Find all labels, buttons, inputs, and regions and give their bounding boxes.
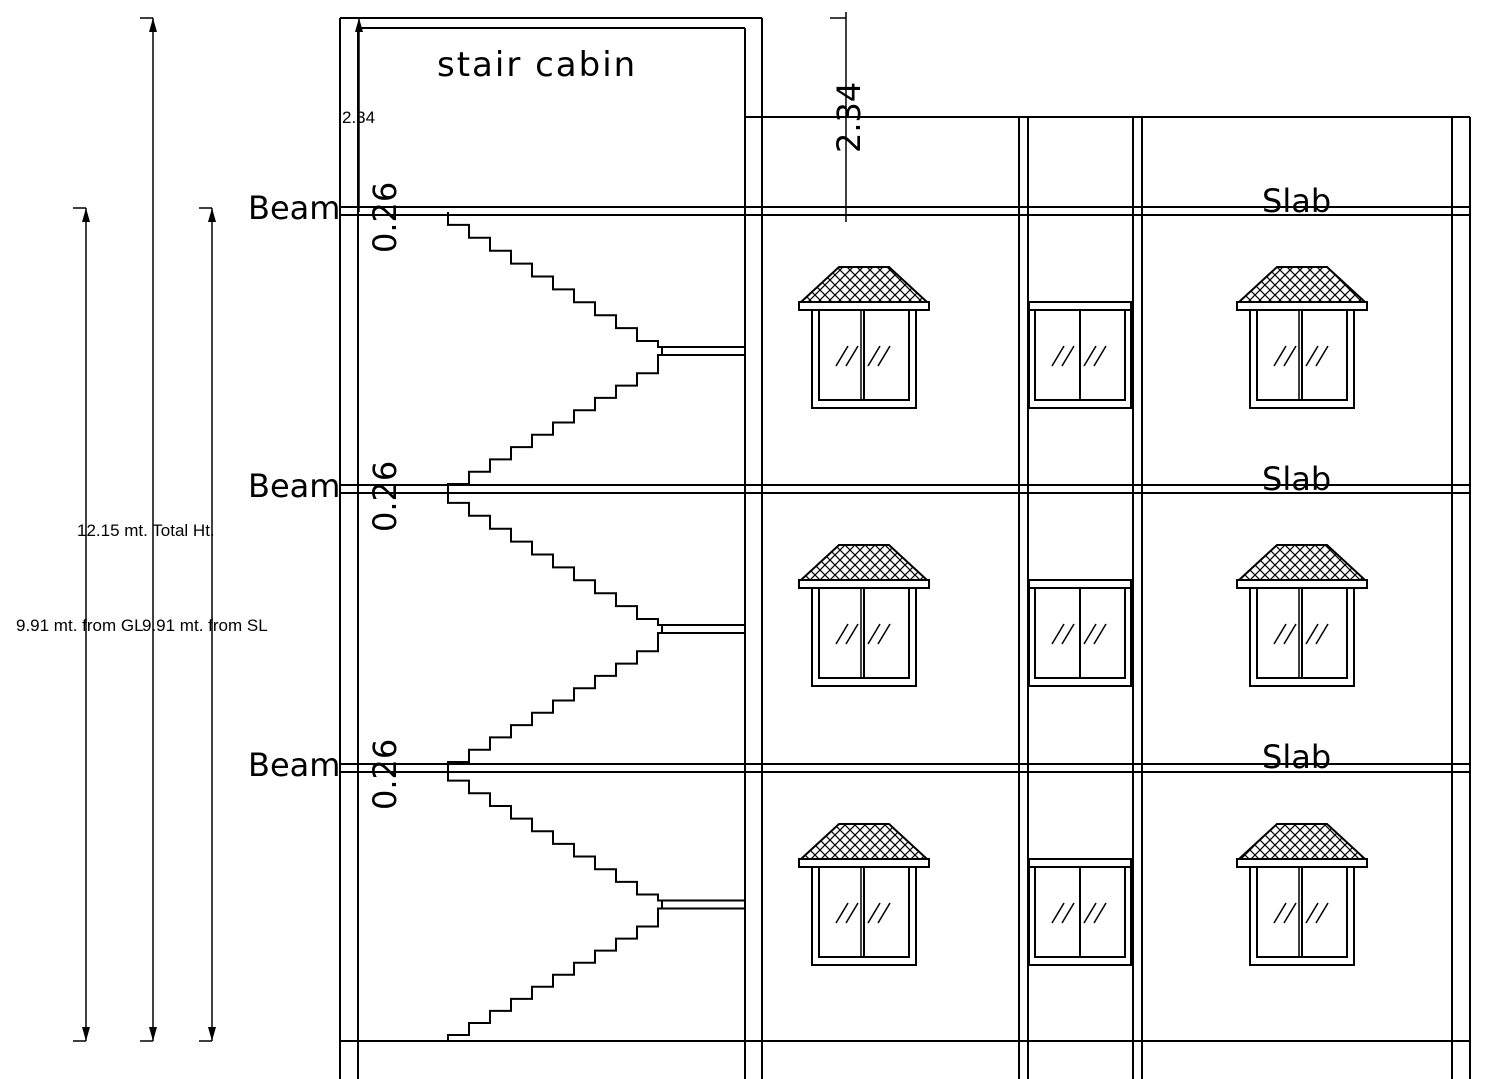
beam-depth-label-2: 0.26 <box>366 461 404 532</box>
slab-label-3: Slab <box>1262 738 1331 776</box>
stair-flight-up-2 <box>447 632 745 768</box>
stair-flight-down-3 <box>447 768 745 902</box>
stair-flight-up-3 <box>447 907 745 1041</box>
slab-label-1: Slab <box>1262 182 1331 220</box>
windows <box>798 266 1368 966</box>
middle-window-1 <box>1028 301 1132 409</box>
beam-label-3: Beam <box>248 746 340 784</box>
staircase <box>447 212 745 1041</box>
building-outline <box>339 17 1471 1079</box>
height-from-gl-label: 9.91 mt. from GL <box>16 616 144 635</box>
beam-depth-label-1: 0.26 <box>366 182 404 253</box>
middle-window-2 <box>1028 579 1132 687</box>
left-window-1 <box>798 266 930 409</box>
stair-flight-up-1 <box>447 354 745 490</box>
left-window-2 <box>798 544 930 687</box>
beam-label-2: Beam <box>248 467 340 505</box>
left-window-3 <box>798 823 930 966</box>
stair-cabin-label: stair cabin <box>437 45 637 85</box>
height-from-sl-label: 9.91 mt. from SL <box>142 616 268 635</box>
slab-label-2: Slab <box>1262 460 1331 498</box>
total-height-label: 12.15 mt. Total Ht. <box>77 521 215 540</box>
stair-flight-down-1 <box>447 212 745 348</box>
stair-flight-down-2 <box>447 490 745 626</box>
labels: stair cabin Beam Beam Beam Slab Slab Sla… <box>16 45 1331 810</box>
beam-label-1: Beam <box>248 189 340 227</box>
beam-depth-label-3: 0.26 <box>366 739 404 810</box>
cabin-height-label: 2.34 <box>830 82 868 153</box>
floor-slabs <box>340 206 1470 773</box>
right-window-3 <box>1236 823 1368 966</box>
middle-window-3 <box>1028 858 1132 966</box>
dimension-lines <box>73 12 847 1042</box>
right-window-1 <box>1236 266 1368 409</box>
right-window-2 <box>1236 544 1368 687</box>
